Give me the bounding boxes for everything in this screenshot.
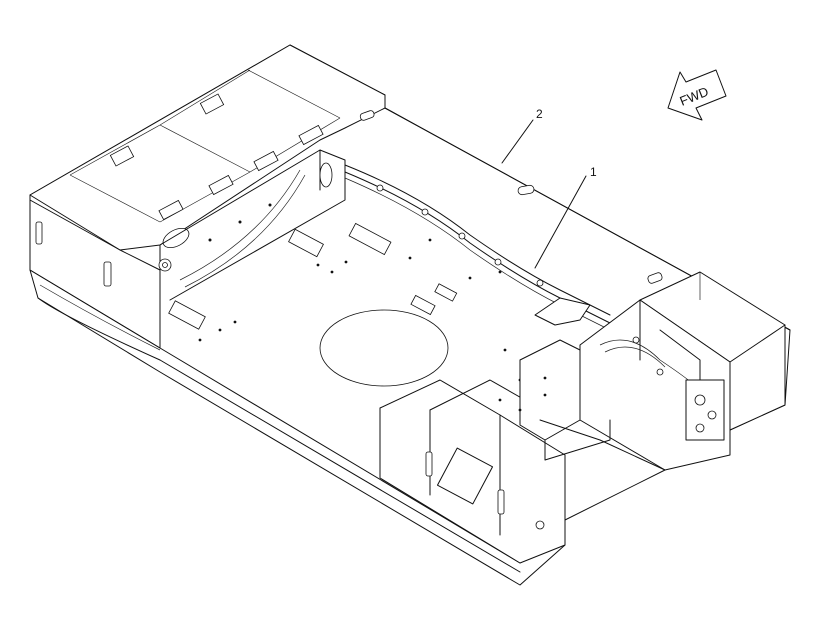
inner-wall [159, 149, 346, 301]
fwd-arrow-icon: FWD [667, 69, 727, 121]
deck-details [168, 110, 663, 387]
callout-2-label: 2 [536, 107, 543, 121]
front-brackets [379, 339, 666, 564]
right-compartment [579, 271, 786, 471]
left-compartment [29, 44, 386, 349]
wiring-harness [344, 164, 611, 331]
leader-lines [501, 119, 587, 269]
callout-1-label: 1 [590, 165, 597, 179]
